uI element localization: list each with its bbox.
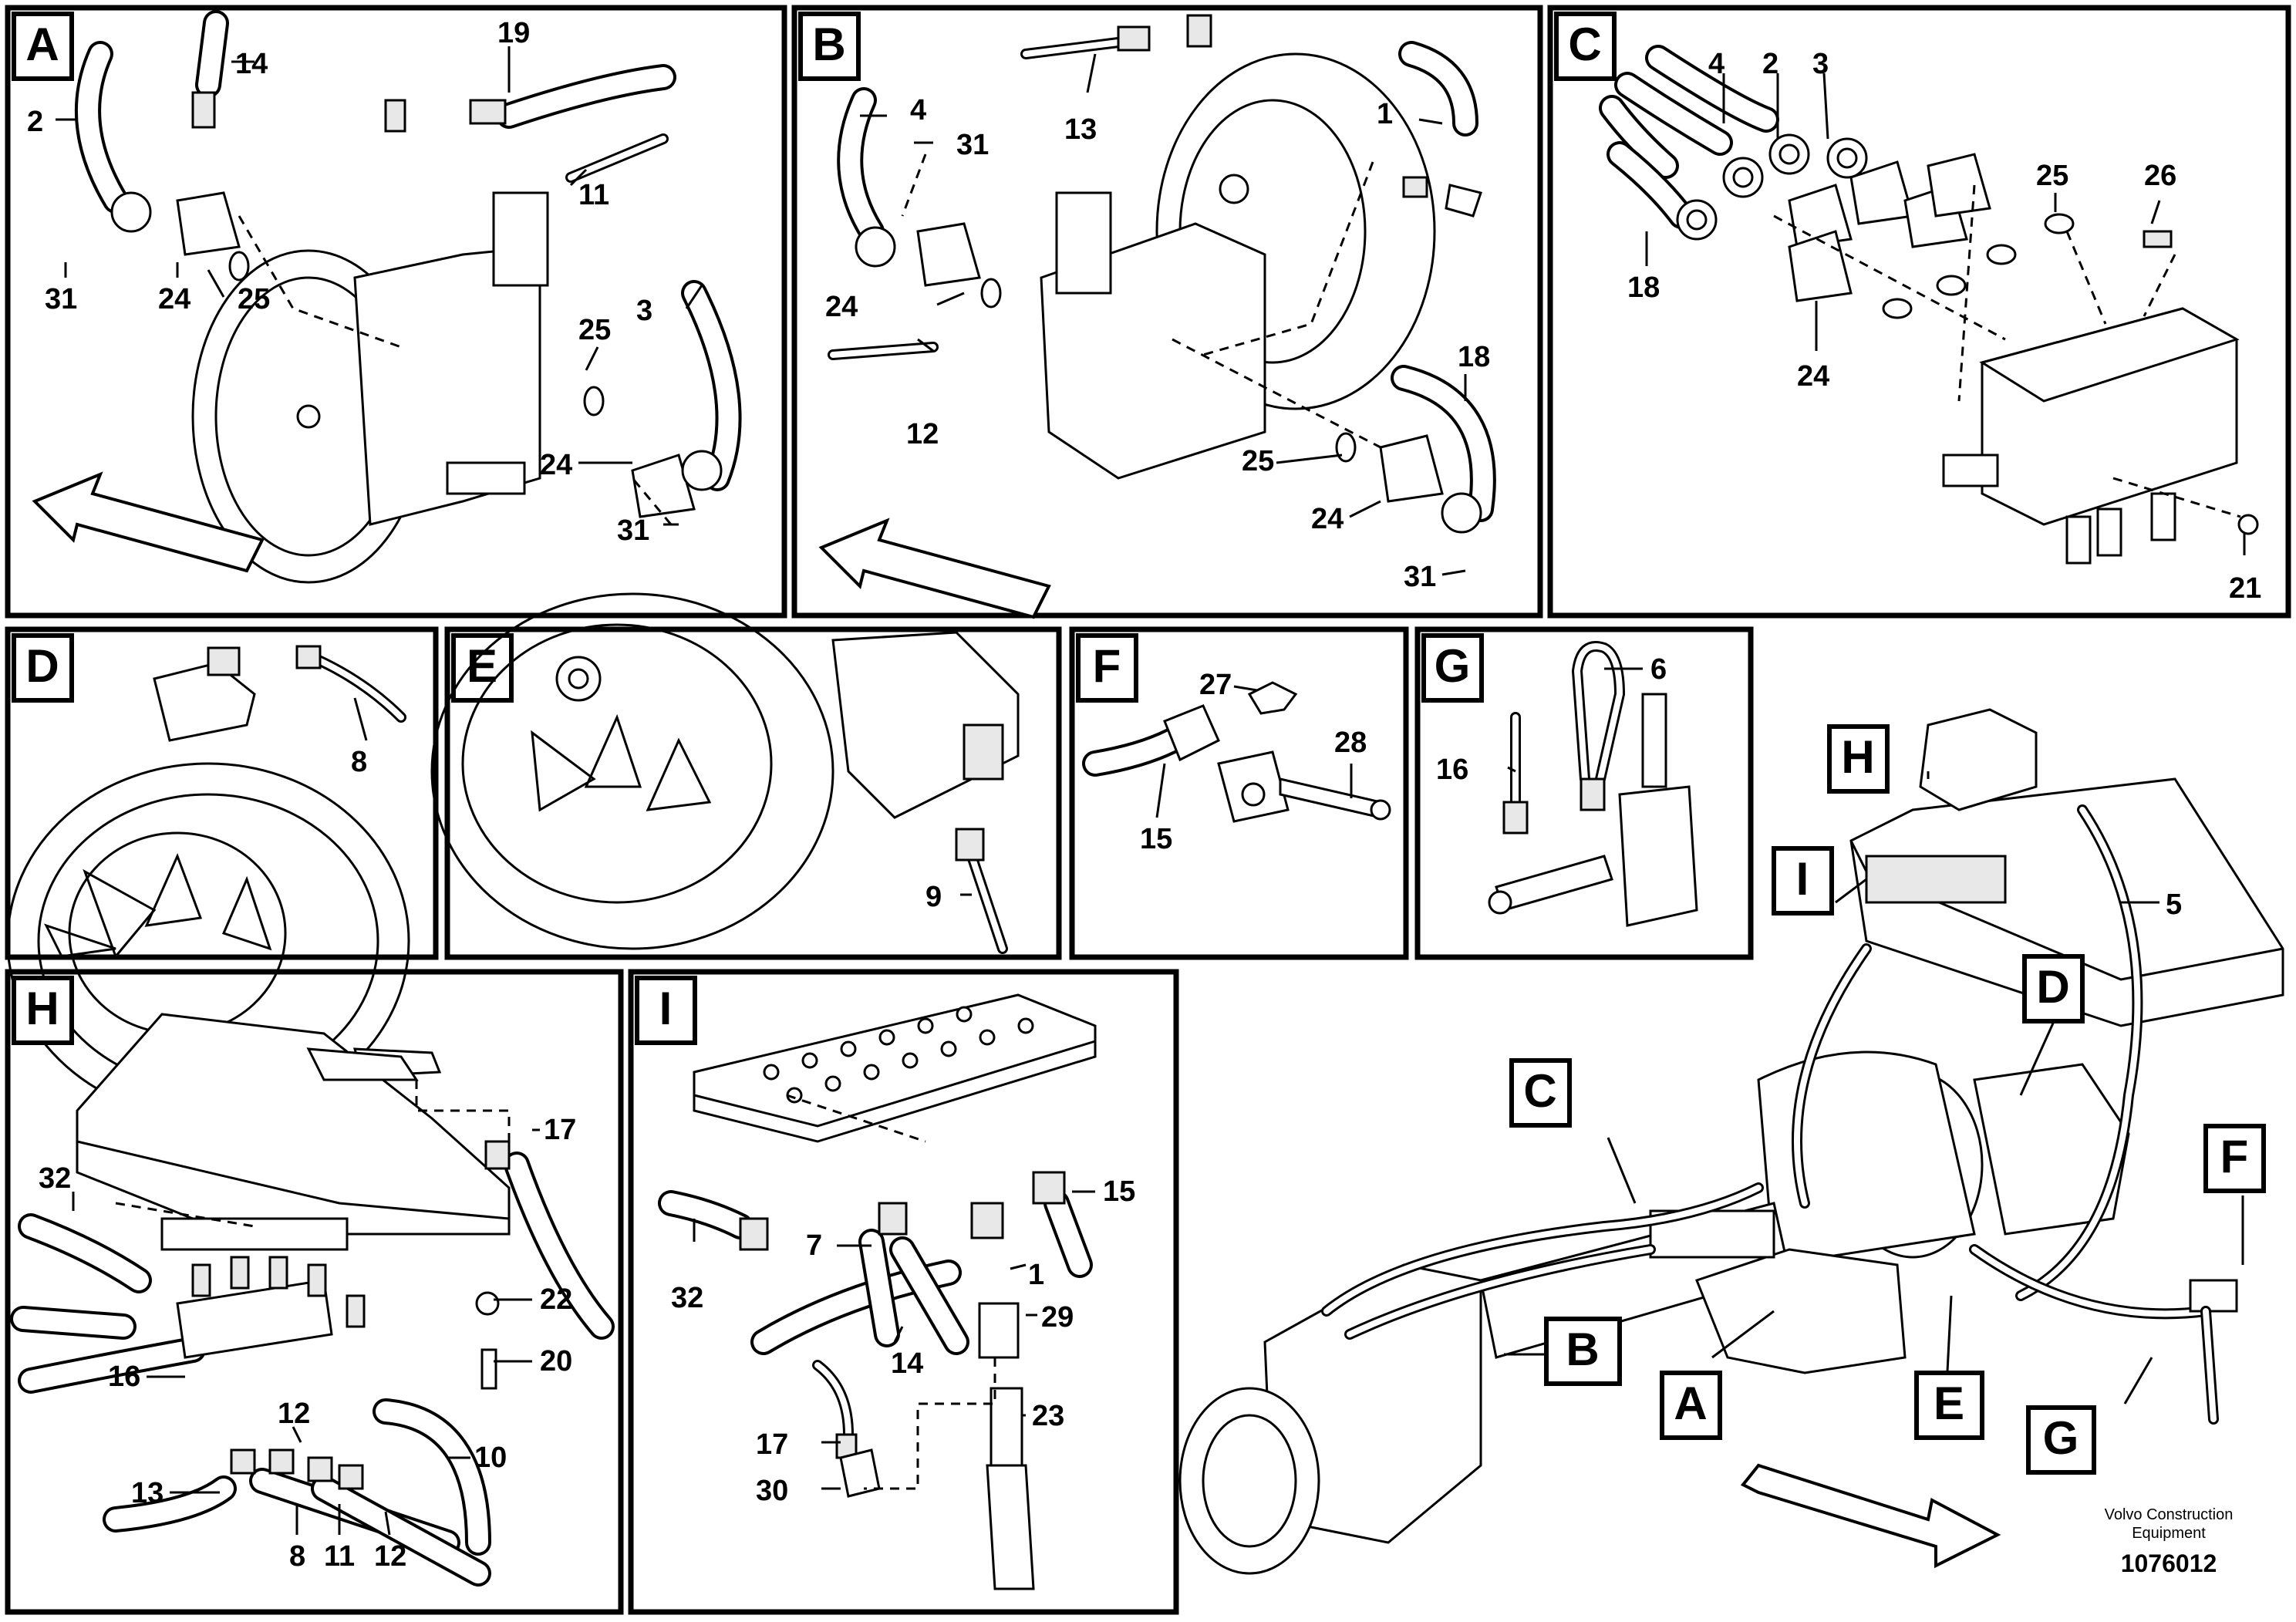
callout-a-31b: 31: [617, 514, 649, 547]
callout-h-12b: 12: [374, 1540, 406, 1573]
callout-h-11: 11: [324, 1540, 355, 1573]
callout-i-1: 1: [1028, 1259, 1044, 1291]
motor-body: [353, 245, 541, 526]
callout-f-27: 27: [1199, 669, 1232, 701]
callout-d-8: 8: [351, 746, 367, 778]
mounting-plate: [76, 1013, 511, 1236]
callout-a-11: 11: [578, 179, 609, 211]
callout-b-12: 12: [906, 418, 939, 450]
overview-marker-c: C: [1523, 1065, 1556, 1117]
callout-a-24b: 24: [540, 449, 572, 481]
callout-i-17: 17: [756, 1428, 788, 1461]
callout-c-4: 4: [1708, 48, 1725, 80]
callout-i-30: 30: [756, 1475, 788, 1507]
panel-e: E 9: [430, 592, 1062, 960]
callout-b-25: 25: [1242, 445, 1274, 477]
callout-h-13: 13: [131, 1477, 164, 1509]
callout-b-13: 13: [1064, 113, 1097, 146]
panel-h-label: H: [25, 983, 59, 1034]
callout-a-31: 31: [45, 283, 77, 315]
bulkhead-plate: [693, 993, 1097, 1143]
callout-h-10: 10: [474, 1442, 507, 1474]
callout-h-17: 17: [544, 1114, 576, 1146]
callout-g-16: 16: [1436, 754, 1468, 786]
callout-a-25b: 25: [578, 314, 611, 346]
drawing-footer: Volvo Construction Equipment 1076012: [2105, 1506, 2234, 1577]
callout-g-6: 6: [1650, 653, 1667, 686]
callout-c-24: 24: [1797, 360, 1829, 393]
callout-e-9: 9: [925, 881, 942, 913]
direction-arrow: [1740, 1463, 2001, 1569]
callout-i-23: 23: [1032, 1400, 1064, 1432]
callout-c-18: 18: [1627, 271, 1660, 304]
overview-marker-a: A: [1674, 1378, 1707, 1429]
callout-i-14: 14: [891, 1347, 923, 1380]
callout-f-15: 15: [1140, 823, 1172, 855]
panel-d-label: D: [25, 640, 59, 692]
panel-f: F 27 28 15: [1069, 626, 1409, 960]
callout-b-24: 24: [825, 291, 858, 323]
callout-a-24: 24: [158, 283, 190, 315]
panel-c: C 4 2 3 25: [1547, 5, 2291, 619]
valve-block: [1618, 785, 1698, 927]
callout-c-2: 2: [1762, 48, 1778, 80]
panel-b-label: B: [812, 19, 845, 70]
callout-c-21: 21: [2229, 572, 2261, 605]
callout-i-29: 29: [1041, 1301, 1074, 1334]
panel-g: G 6 16: [1414, 626, 1754, 960]
panel-i: I 15 7 1 32 29 14: [628, 969, 1179, 1615]
overview-marker-b: B: [1566, 1324, 1599, 1375]
callout-b-31: 31: [956, 129, 989, 161]
callout-b-24b: 24: [1311, 503, 1344, 535]
panel-a: A 2 14 19 11 3: [5, 5, 787, 619]
direction-arrow: [32, 471, 265, 573]
manufacturer-line-1: Volvo Construction: [2105, 1506, 2234, 1523]
callout-c-26: 26: [2144, 160, 2176, 192]
callout-h-16: 16: [108, 1361, 140, 1393]
callout-c-25: 25: [2036, 160, 2068, 192]
overview-marker-e: E: [1934, 1378, 1964, 1429]
overview-marker-g: G: [2043, 1412, 2079, 1464]
callout-a-14: 14: [235, 48, 268, 80]
overview-marker-h: H: [1841, 731, 1874, 783]
direction-arrow: [818, 518, 1051, 619]
manufacturer-line-2: Equipment: [2132, 1525, 2206, 1542]
callout-i-32: 32: [671, 1282, 703, 1314]
overview-assembly: 5 H I D C F B A E G: [1178, 708, 2284, 1575]
callout-h-8: 8: [289, 1540, 305, 1573]
panel-h: H 17 32 22 20: [5, 969, 624, 1615]
callout-i-15: 15: [1103, 1175, 1135, 1208]
callout-overview-5: 5: [2166, 889, 2182, 921]
drawing-number: 1076012: [2121, 1549, 2217, 1577]
callout-b-1: 1: [1377, 98, 1393, 130]
panel-i-label: I: [659, 983, 673, 1034]
overview-marker-i: I: [1796, 853, 1809, 905]
panel-g-label: G: [1435, 640, 1471, 692]
callout-b-4: 4: [910, 94, 926, 126]
panel-c-label: C: [1568, 19, 1601, 70]
panel-f-label: F: [1093, 640, 1121, 692]
callout-c-3: 3: [1812, 48, 1829, 80]
callout-h-20: 20: [540, 1345, 572, 1378]
callout-h-32: 32: [39, 1162, 71, 1195]
panel-a-label: A: [25, 19, 59, 70]
callout-a-19: 19: [497, 17, 530, 49]
callout-h-12: 12: [278, 1398, 310, 1430]
callout-a-2: 2: [27, 106, 43, 138]
callout-a-25: 25: [238, 283, 270, 315]
panel-d: D 8: [5, 626, 439, 1120]
callout-b-31b: 31: [1404, 561, 1436, 593]
callout-i-7: 7: [806, 1229, 822, 1262]
callout-a-3: 3: [636, 295, 652, 327]
callout-h-22: 22: [540, 1283, 572, 1316]
overview-marker-f: F: [2220, 1131, 2249, 1182]
overview-marker-d: D: [2036, 961, 2069, 1013]
callout-b-18: 18: [1458, 341, 1490, 373]
callout-f-28: 28: [1334, 727, 1367, 759]
panel-b: B 4 31 13 1 24 12 18 25: [791, 5, 1543, 619]
